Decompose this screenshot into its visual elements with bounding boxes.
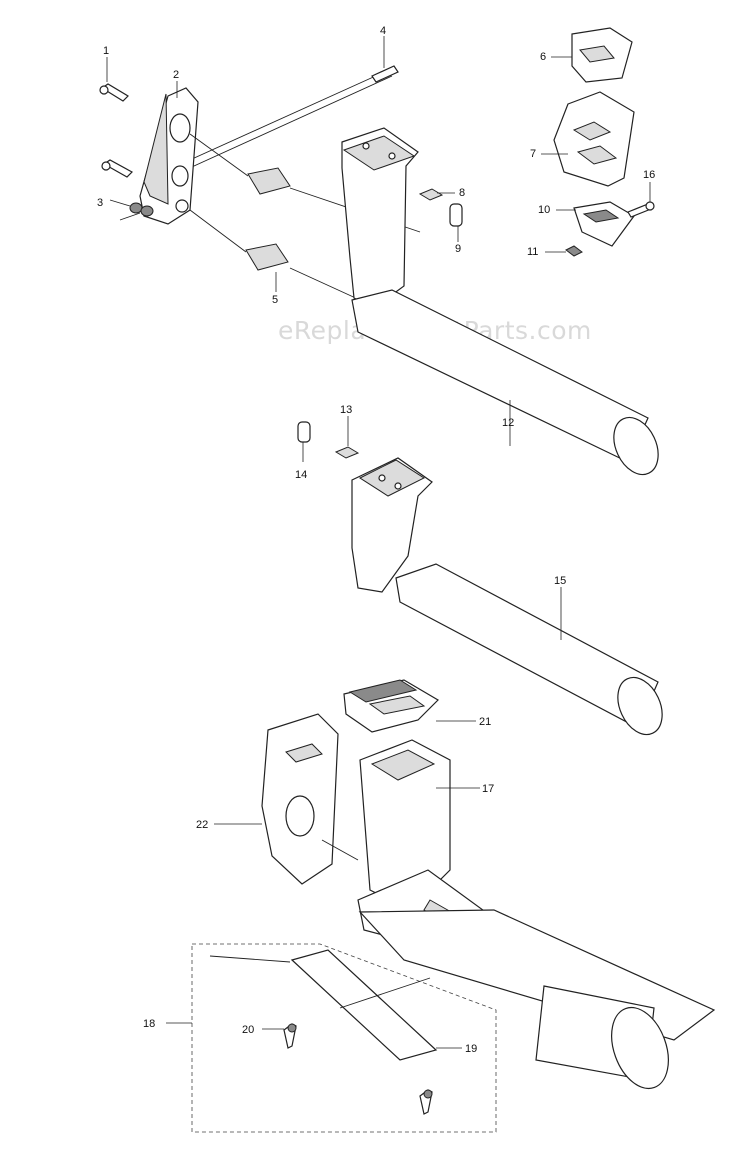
nuts	[109, 199, 154, 221]
rivet-lower	[419, 1089, 433, 1115]
callout-2: 2	[173, 69, 179, 81]
callout-1: 1	[103, 45, 109, 57]
bracket-part	[139, 87, 199, 225]
nut-13	[334, 446, 360, 459]
square-nut	[418, 188, 444, 201]
callout-22: 22	[196, 819, 208, 831]
spring-lower	[189, 209, 361, 301]
clip-part-7	[553, 91, 635, 187]
rivet-part-20	[283, 1023, 297, 1049]
bracket-part-22	[261, 713, 359, 885]
callout-5: 5	[272, 294, 278, 306]
callout-13: 13	[340, 404, 352, 416]
callout-18: 18	[143, 1018, 155, 1030]
middle-handle	[351, 457, 663, 736]
upper-handle	[341, 127, 659, 476]
callout-16: 16	[643, 169, 655, 181]
screw-top	[99, 83, 129, 102]
callout-12: 12	[502, 417, 514, 429]
callout-8: 8	[459, 187, 465, 199]
spacer-14	[297, 421, 311, 443]
callout-4: 4	[380, 25, 386, 37]
screw-lower	[101, 159, 133, 178]
screw-part-16	[627, 201, 655, 218]
cap-part-21	[343, 679, 439, 733]
callout-11: 11	[527, 246, 538, 258]
callout-19: 19	[465, 1043, 477, 1055]
callout-6: 6	[540, 51, 546, 63]
callout-17: 17	[482, 783, 494, 795]
callout-labels: 1 2 3 4 5 6 7 8 9 10 11 12 13 14 15 16 1…	[97, 25, 655, 1055]
callout-21: 21	[479, 716, 491, 728]
leader-lines	[106, 36, 651, 1049]
callout-15: 15	[554, 575, 566, 587]
kit-box	[191, 943, 497, 1133]
spacer	[449, 203, 463, 227]
callout-7: 7	[530, 148, 536, 160]
cover-plate-19	[209, 949, 438, 1061]
clip-part-10	[573, 201, 635, 247]
nut-part-11	[565, 245, 583, 257]
callout-3: 3	[97, 197, 103, 209]
callout-20: 20	[242, 1024, 254, 1036]
callout-10: 10	[538, 204, 550, 216]
housing-part-17	[357, 739, 716, 1090]
callout-14: 14	[295, 469, 307, 481]
clip-part-6	[571, 27, 633, 83]
callout-9: 9	[455, 243, 461, 255]
